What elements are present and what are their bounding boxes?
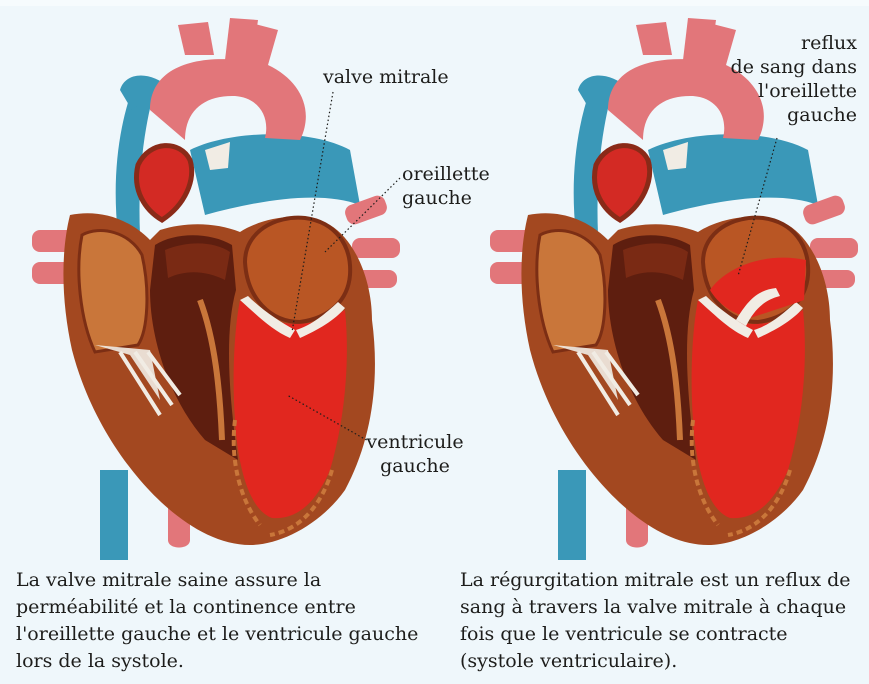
reflux-label-line: reflux bbox=[697, 31, 857, 55]
left-atrium-label: oreillette gauche bbox=[402, 162, 502, 210]
left-ventricle-label-line: gauche bbox=[365, 454, 465, 478]
left-ventricle-label-line: ventricule bbox=[365, 430, 465, 454]
left-ventricle-label: ventricule gauche bbox=[365, 430, 465, 478]
reflux-label-line: gauche bbox=[697, 103, 857, 127]
left-atrium-label-line: oreillette bbox=[402, 162, 502, 186]
reflux-label-line: de sang dans bbox=[697, 55, 857, 79]
mitral-valve-label: valve mitrale bbox=[323, 65, 449, 89]
left-atrium-label-line: gauche bbox=[402, 186, 502, 210]
regurgitation-caption: La régurgitation mitrale est un reflux d… bbox=[460, 567, 865, 675]
reflux-label-line: l'oreillette bbox=[697, 79, 857, 103]
reflux-label: reflux de sang dans l'oreillette gauche bbox=[697, 31, 857, 127]
healthy-valve-caption: La valve mitrale saine assure la perméab… bbox=[16, 567, 446, 675]
